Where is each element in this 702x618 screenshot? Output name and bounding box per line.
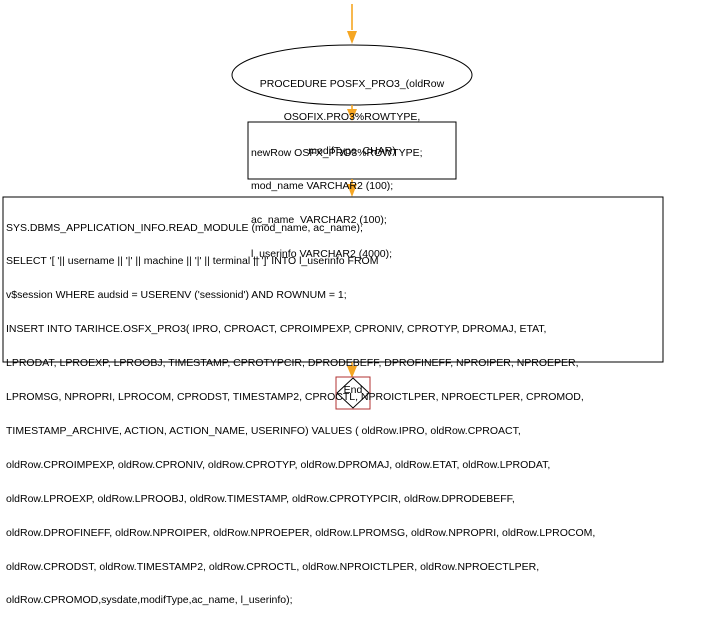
procedure-signature: PROCEDURE POSFX_PRO3_(oldRow OSOFIX.PRO3… (228, 56, 476, 169)
statement-line: oldRow.CPROMOD,sysdate,modifType,ac_name… (6, 594, 293, 607)
connector-declarations-to-statements (347, 179, 357, 197)
statement-line: INSERT INTO TARIHCE.OSFX_PRO3( IPRO, CPR… (6, 323, 547, 336)
statement-line: SYS.DBMS_APPLICATION_INFO.READ_MODULE (m… (6, 221, 363, 234)
end-label: End (343, 384, 363, 396)
statements-node-shape (2, 196, 664, 363)
statement-line: oldRow.DPROFINEFF, oldRow.NPROIPER, oldR… (6, 526, 596, 539)
declaration-line: l_userinfo VARCHAR2 (4000); (251, 248, 393, 261)
statement-line: LPROMSG, NPROPRI, LPROCOM, CPRODST, TIME… (6, 391, 584, 404)
entry-connector (347, 4, 357, 44)
end-node-diamond (336, 377, 370, 409)
statement-line: LPRODAT, LPROEXP, LPROOBJ, TIMESTAMP, CP… (6, 357, 579, 370)
statement-line: v$session WHERE audsid = USERENV ('sessi… (6, 289, 347, 302)
declaration-line: newRow OSFX_PRO3%ROWTYPE; (251, 146, 423, 159)
statement-line: oldRow.LPROEXP, oldRow.LPROOBJ, oldRow.T… (6, 492, 515, 505)
declaration-line: ac_name VARCHAR2 (100); (251, 214, 387, 227)
procedure-signature-line: PROCEDURE POSFX_PRO3_(oldRow (259, 77, 445, 90)
procedure-body-statements: SYS.DBMS_APPLICATION_INFO.READ_MODULE (m… (6, 200, 595, 618)
statement-line: TIMESTAMP_ARCHIVE, ACTION, ACTION_NAME, … (6, 424, 521, 437)
procedure-signature-line: OSOFIX.PRO3%ROWTYPE, (283, 111, 421, 124)
statement-line: oldRow.CPROIMPEXP, oldRow.CPRONIV, oldRo… (6, 458, 551, 471)
flowchart-canvas (2, 4, 664, 410)
statement-line: SELECT '[ '|| username || '|' || machine… (6, 255, 379, 268)
procedure-signature-line: modifType CHAR) (308, 145, 396, 158)
declaration-line: mod_name VARCHAR2 (100); (251, 180, 394, 193)
variable-declarations: newRow OSFX_PRO3%ROWTYPE; mod_name VARCH… (251, 125, 423, 272)
statement-line: oldRow.CPRODST, oldRow.TIMESTAMP2, oldRo… (6, 560, 540, 573)
connector-start-to-declarations (347, 105, 357, 121)
connector-statements-to-end (347, 362, 357, 378)
